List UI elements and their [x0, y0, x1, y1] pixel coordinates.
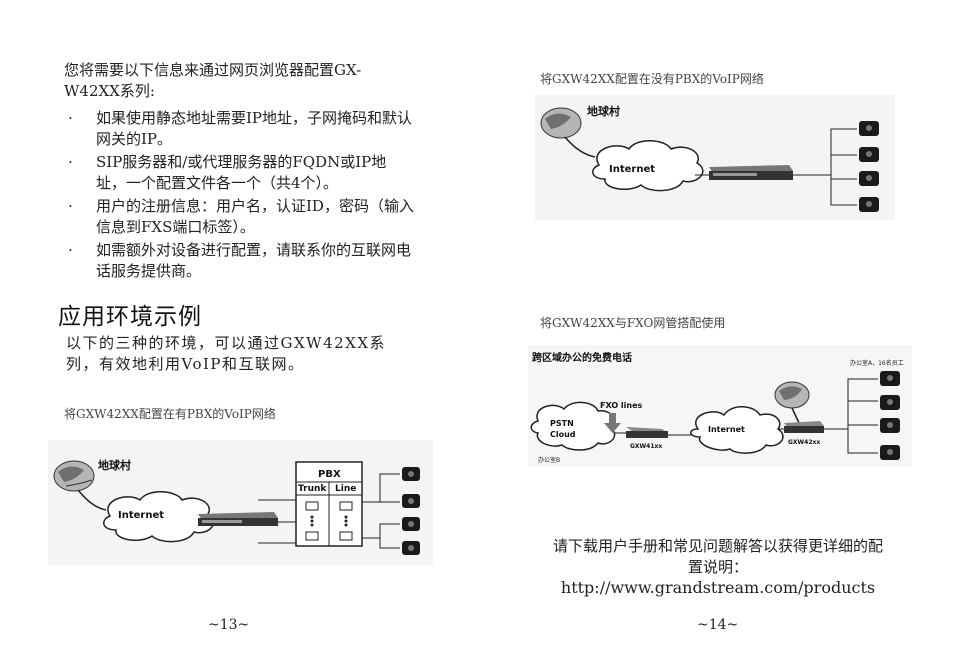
list-item: · 如果使用静态地址需要IP地址，子网掩码和默认网关的IP。	[64, 108, 414, 150]
telephone-icon	[402, 494, 420, 508]
download-instruction: 请下载用户手册和常见问题解答以获得更详细的配置说明：	[552, 537, 883, 576]
list-item-text: 如果使用静态地址需要IP地址，子网掩码和默认网关的IP。	[96, 109, 413, 148]
telephone-icon	[402, 517, 420, 531]
globe-icon	[774, 381, 810, 409]
telephone-icon	[859, 147, 879, 162]
diagram-caption-with-pbx: 将GXW42XX配置在有PBX的VoIP网络	[64, 407, 276, 421]
page-number: ~14~	[697, 617, 739, 633]
bullet-icon: ·	[68, 197, 73, 215]
telephone-icon	[859, 121, 879, 136]
bullet-icon: ·	[68, 153, 73, 171]
telephone-icon	[880, 395, 900, 410]
cloud-label: Internet	[708, 425, 745, 434]
bullet-icon: ·	[68, 109, 73, 127]
bullet-icon: ·	[68, 241, 73, 259]
telephone-icon	[880, 445, 900, 460]
section-title: 应用环境示例	[58, 304, 202, 330]
pbx-trunk-label: Trunk	[298, 484, 327, 494]
gateway-device-icon	[626, 427, 668, 438]
cloud-label: Internet	[609, 164, 655, 175]
globe-label: 地球村	[587, 104, 620, 118]
requirements-list: · 如果使用静态地址需要IP地址，子网掩码和默认网关的IP。 · SIP服务器和/或…	[64, 108, 414, 284]
pbx-line-label: Line	[335, 484, 356, 494]
telephone-icon	[402, 541, 420, 555]
telephone-icon	[880, 371, 900, 386]
list-item: · 如需额外对设备进行配置，请联系你的互联网电话服务提供商。	[64, 240, 414, 282]
arrow-down-icon	[604, 413, 621, 433]
list-item: · 用户的注册信息：用户名，认证ID，密码（输入信息到FXS端口标签）。	[64, 196, 414, 238]
gateway-device-icon	[198, 512, 278, 526]
cloud-icon	[530, 401, 616, 451]
office-b-label: 办公室B	[538, 456, 560, 464]
gateway-device-icon	[784, 421, 824, 433]
gxw41-label: GXW41xx	[630, 443, 662, 450]
fxo-lines-label: FXO lines	[600, 401, 643, 410]
cloud-icon	[103, 491, 215, 543]
gxw42-label: GXW42xx	[788, 439, 820, 446]
cloud-icon	[690, 406, 784, 454]
cloud-icon	[592, 140, 704, 192]
products-link[interactable]: http://www.grandstream.com/products	[560, 578, 876, 597]
globe-icon	[540, 107, 582, 139]
list-item-text: 用户的注册信息：用户名，认证ID，密码（输入信息到FXS端口标签）。	[96, 197, 414, 236]
telephone-icon	[402, 467, 420, 481]
diagram-with-pbx: 地球村 Internet PBX Trunk Line	[48, 440, 433, 565]
telephone-icon	[859, 197, 879, 212]
pstn-label: PSTN	[550, 419, 574, 428]
pstn-cloud-label: Cloud	[550, 430, 576, 439]
globe-icon	[53, 460, 95, 492]
diagram-fxo: 跨区域办公的免费电话 办公室A，16名员工 PSTN Cloud 办公室B FX…	[528, 345, 912, 467]
list-item-text: SIP服务器和/或代理服务器的FQDN或IP地址，一个配置文件各一个（共4个）。	[96, 153, 387, 192]
cloud-label: Internet	[118, 510, 164, 521]
diagram-without-pbx: 地球村 Internet	[535, 95, 895, 220]
pbx-box-icon	[295, 461, 363, 547]
diagram-caption-fxo: 将GXW42XX与FXO网管搭配使用	[540, 316, 726, 330]
diagram-background	[535, 95, 895, 220]
list-item: · SIP服务器和/或代理服务器的FQDN或IP地址，一个配置文件各一个（共4个）…	[64, 152, 414, 194]
diagram-caption-without-pbx: 将GXW42XX配置在没有PBX的VoIP网络	[540, 72, 764, 86]
page-number: ~13~	[208, 617, 250, 633]
intro-text: 您将需要以下信息来通过网页浏览器配置GX-W42XX系列:	[64, 61, 362, 100]
gateway-device-icon	[709, 165, 793, 180]
diagram-title: 跨区域办公的免费电话	[532, 351, 632, 364]
section-body: 以下的三种的环境，可以通过GXW42XX系列，有效地利用VoIP和互联网。	[66, 334, 387, 373]
connector-line	[77, 489, 107, 511]
telephone-icon	[859, 171, 879, 186]
pbx-title: PBX	[318, 469, 341, 480]
globe-label: 地球村	[98, 458, 131, 472]
office-a-label: 办公室A，16名员工	[850, 359, 904, 367]
list-item-text: 如需额外对设备进行配置，请联系你的互联网电话服务提供商。	[96, 241, 412, 280]
telephone-icon	[880, 418, 900, 433]
